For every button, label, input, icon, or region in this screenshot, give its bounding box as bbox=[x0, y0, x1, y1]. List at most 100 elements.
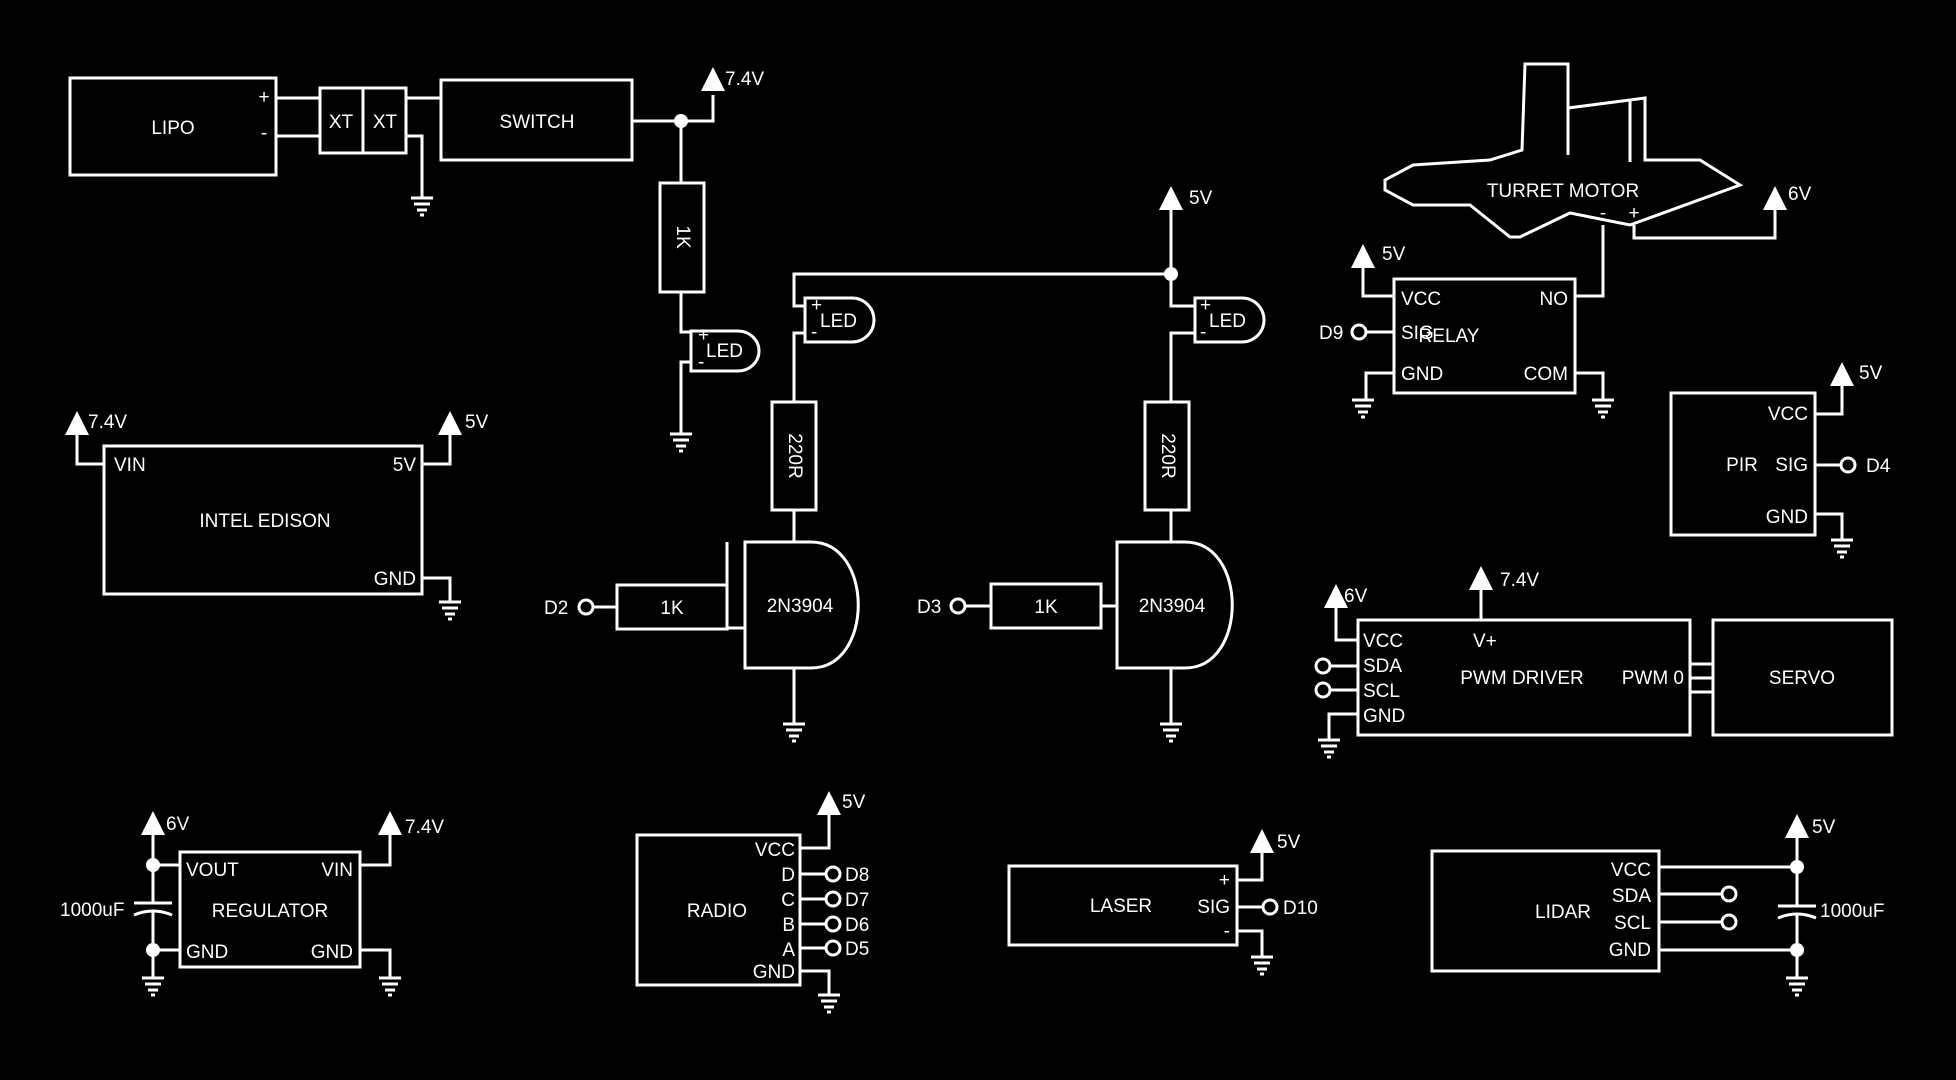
pir-sig-terminal bbox=[1839, 456, 1857, 474]
pwm-vcc-label: VCC bbox=[1363, 631, 1403, 652]
power-label-6v: 6V bbox=[1344, 586, 1368, 607]
relay-module bbox=[1392, 277, 1577, 395]
power-arrow-icon bbox=[1763, 186, 1787, 210]
power-arrow-icon bbox=[1250, 829, 1274, 853]
wire bbox=[800, 872, 826, 950]
resistor-1k bbox=[658, 181, 706, 294]
wire bbox=[1659, 892, 1722, 924]
pwm-channel-label: PWM 0 bbox=[1622, 668, 1684, 689]
radio-d-label: D bbox=[781, 865, 795, 886]
wire bbox=[679, 292, 691, 334]
pwm-driver-board bbox=[1356, 618, 1692, 737]
led-label: LED bbox=[706, 341, 743, 362]
relay-pin-label: D9 bbox=[1319, 323, 1343, 344]
pir-section: PIR VCC SIG GND 5V D4 bbox=[1669, 362, 1891, 540]
pwm-driver-section: PWM DRIVER VCC SDA SCL GND V+ PWM 0 6V 7… bbox=[1314, 566, 1894, 740]
resistor-1k-label: 1K bbox=[660, 598, 684, 619]
radio-a-terminal bbox=[824, 939, 842, 957]
wire bbox=[360, 948, 392, 978]
lidar-sda-terminal bbox=[1720, 885, 1738, 903]
relay-sig-label: SIG bbox=[1401, 323, 1434, 344]
wire bbox=[360, 835, 392, 867]
lidar-scl-terminal bbox=[1720, 913, 1738, 931]
led-minus-label: - bbox=[1200, 322, 1206, 343]
wire bbox=[151, 948, 180, 978]
motor-neg-wire bbox=[1575, 225, 1605, 298]
wire bbox=[800, 969, 831, 995]
radio-b-label: B bbox=[782, 915, 795, 936]
edison-label: INTEL EDISON bbox=[199, 511, 330, 532]
power-arrow-icon bbox=[378, 811, 402, 835]
power-arrow-icon bbox=[1830, 362, 1854, 386]
lidar-gnd-label: GND bbox=[1609, 940, 1651, 961]
resistor-1k-label: 1K bbox=[672, 225, 693, 249]
motor-plus-label: + bbox=[1628, 203, 1639, 224]
xt-label-1: XT bbox=[329, 112, 354, 133]
wire bbox=[1237, 852, 1264, 882]
servo-label: SERVO bbox=[1769, 668, 1835, 689]
laser-plus-label: + bbox=[1219, 870, 1230, 891]
wire bbox=[679, 360, 691, 434]
xt-connector-2 bbox=[361, 86, 408, 155]
lipo-minus-label: - bbox=[261, 123, 267, 144]
led-driver-section: 5V + - LED 220R 2N3904 D2 1K + - LED 220… bbox=[544, 186, 1266, 724]
radio-d-terminal bbox=[824, 865, 842, 883]
wire bbox=[75, 435, 104, 466]
lidar-cap-label: 1000uF bbox=[1820, 901, 1884, 922]
radio-pin-d6: D6 bbox=[845, 915, 869, 936]
led-label: LED bbox=[820, 311, 857, 332]
edison-gnd-label: GND bbox=[374, 569, 416, 590]
led-minus-label: - bbox=[698, 352, 704, 373]
turret-motor-section: TURRET MOTOR - + 6V bbox=[1383, 62, 1812, 298]
turret-motor-housing bbox=[1383, 62, 1744, 239]
led-symbol bbox=[1193, 296, 1266, 344]
regulator-vin-label: VIN bbox=[321, 860, 353, 881]
wire bbox=[1327, 712, 1358, 740]
power-label-5v: 5V bbox=[1382, 244, 1406, 265]
relay-no-label: NO bbox=[1540, 289, 1569, 310]
pir-sig-label: SIG bbox=[1775, 455, 1808, 476]
laser-sig-terminal bbox=[1261, 898, 1279, 916]
regulator-gnd-right-label: GND bbox=[311, 942, 353, 963]
intel-edison-board bbox=[102, 444, 424, 596]
radio-pin-d5: D5 bbox=[845, 939, 869, 960]
led-label: LED bbox=[1209, 311, 1246, 332]
servo-motor bbox=[1711, 618, 1894, 737]
wire bbox=[1237, 929, 1264, 957]
regulator-cap-label: 1000uF bbox=[60, 900, 124, 921]
radio-section: RADIO VCC D C B A GND 5V D8 D7 D6 D5 bbox=[635, 791, 869, 995]
pir-gnd-label: GND bbox=[1766, 507, 1808, 528]
wire bbox=[1364, 371, 1605, 400]
lidar-sensor bbox=[1430, 849, 1661, 973]
pwm-sda-label: SDA bbox=[1363, 656, 1402, 677]
power-arrow-icon bbox=[1351, 244, 1375, 268]
ground-icon bbox=[1352, 398, 1374, 419]
laser-module bbox=[1007, 864, 1239, 947]
regulator-vout-label: VOUT bbox=[186, 860, 239, 881]
power-label-7v4: 7.4V bbox=[725, 69, 764, 90]
wire bbox=[800, 815, 831, 850]
relay-label: RELAY bbox=[1419, 326, 1480, 347]
wire bbox=[1815, 512, 1844, 540]
radio-a-label: A bbox=[782, 940, 795, 961]
pwm-sda-terminal bbox=[1314, 657, 1332, 675]
edison-vin-label: VIN bbox=[114, 455, 146, 476]
transistor-label: 2N3904 bbox=[1139, 596, 1206, 617]
power-arrow-icon bbox=[1469, 566, 1493, 590]
turret-motor-label: TURRET MOTOR bbox=[1487, 181, 1639, 202]
switch-label: SWITCH bbox=[500, 112, 575, 133]
lidar-sda-label: SDA bbox=[1612, 886, 1651, 907]
power-arrow-icon bbox=[701, 67, 725, 91]
input-terminal bbox=[577, 598, 595, 616]
resistor-220r bbox=[1143, 400, 1191, 512]
lipo-leads bbox=[276, 96, 320, 138]
radio-c-label: C bbox=[781, 890, 795, 911]
power-label-7v4: 7.4V bbox=[405, 817, 444, 838]
laser-label: LASER bbox=[1090, 896, 1152, 917]
led-plus-label: + bbox=[1200, 295, 1211, 316]
power-label-5v: 5V bbox=[842, 792, 866, 813]
radio-c-terminal bbox=[824, 890, 842, 908]
intel-edison-section: INTEL EDISON VIN 5V GND 7.4V 5V bbox=[65, 411, 489, 602]
transistor-label: 2N3904 bbox=[767, 596, 834, 617]
radio-gnd-label: GND bbox=[753, 962, 795, 983]
